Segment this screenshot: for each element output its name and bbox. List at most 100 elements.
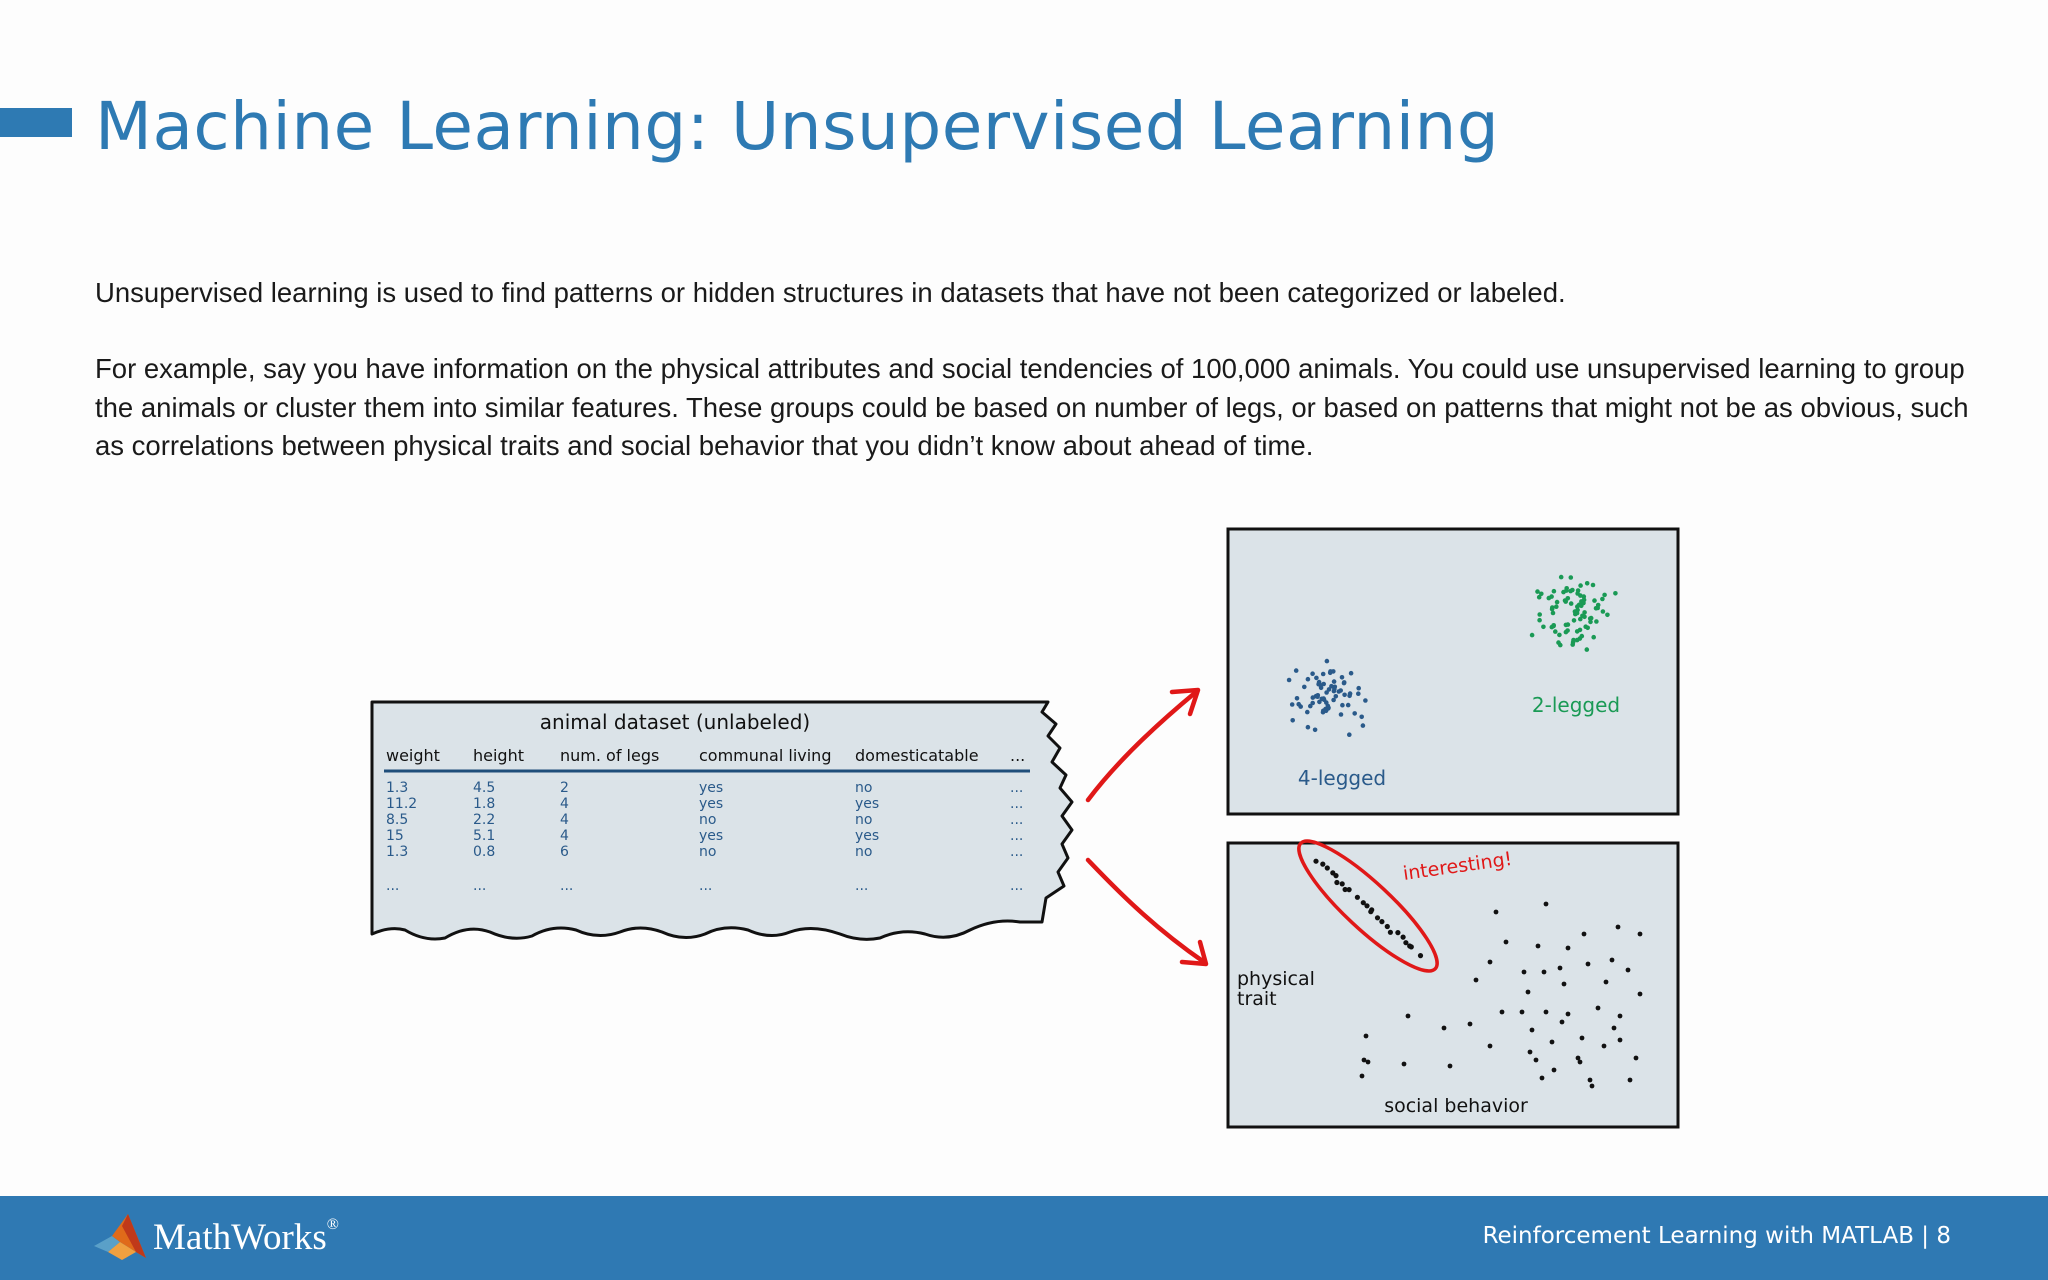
- header-weight: weight: [386, 746, 440, 765]
- scatter-dot: [1558, 574, 1564, 580]
- brand-mark: ®: [326, 1216, 339, 1233]
- scatter-dot: [1340, 702, 1345, 708]
- table-cell: 1.3: [386, 780, 408, 796]
- scatter-dot: [1379, 919, 1385, 925]
- arrow-head-down: [1179, 939, 1209, 967]
- footer-brand: MathWorks®: [153, 1216, 339, 1259]
- scatter-dot: [1519, 1009, 1525, 1015]
- scatter-dot: [1579, 633, 1585, 639]
- table-cell: no: [855, 844, 872, 860]
- scatter-dot: [1302, 684, 1307, 690]
- scatter-dot: [1310, 700, 1315, 706]
- scatter-dot: [1581, 594, 1587, 599]
- table-cell: ...: [386, 878, 399, 894]
- scatter-dot: [1577, 1059, 1583, 1065]
- table-cell: ...: [1010, 828, 1023, 844]
- scatter-dot: [1329, 683, 1334, 689]
- scatter-dot: [1374, 915, 1381, 921]
- scatter-dot: [1637, 931, 1643, 937]
- table-cell: yes: [699, 828, 723, 844]
- scatter-dot: [1583, 624, 1588, 629]
- scatter-dot: [1581, 931, 1587, 937]
- scatter-dot: [1408, 944, 1414, 950]
- scatter-dot: [1310, 695, 1316, 700]
- table-cell: ...: [560, 878, 573, 894]
- scatter-dot: [1305, 709, 1310, 715]
- scatter-dot: [1578, 616, 1583, 622]
- scatter-dot: [1339, 675, 1345, 680]
- table-cell: ...: [1010, 844, 1023, 860]
- scatter-dot: [1348, 670, 1354, 676]
- scatter-dot: [1553, 629, 1558, 634]
- scatter-dot: [1627, 1077, 1633, 1083]
- table-cell: ...: [1010, 812, 1023, 828]
- header-communal: communal living: [699, 746, 831, 765]
- scatter-dot: [1617, 1037, 1623, 1043]
- dataset-headers: weight height num. of legs communal livi…: [386, 746, 1025, 765]
- header-legs: num. of legs: [560, 746, 659, 765]
- scatter-dot: [1334, 879, 1340, 886]
- scatter-dot: [1356, 691, 1361, 696]
- scatter-dot: [1320, 861, 1326, 867]
- table-cell: no: [855, 780, 872, 796]
- table-cell: ...: [473, 878, 486, 894]
- scatter-dot: [1535, 589, 1540, 594]
- scatter-dot: [1338, 688, 1343, 693]
- scatter-dot: [1333, 694, 1339, 699]
- scatter-dot: [1584, 647, 1590, 652]
- scatter-dot: [1289, 702, 1295, 707]
- arrow-to-scatter: [1085, 857, 1207, 965]
- scatter-dot: [1403, 940, 1409, 946]
- scatter-dot: [1356, 685, 1361, 691]
- scatter-dot: [1352, 711, 1357, 716]
- scatter-dot: [1529, 1027, 1535, 1033]
- scatter-points: [1313, 858, 1643, 1089]
- scatter-dot: [1575, 1055, 1581, 1061]
- table-cell: no: [855, 812, 872, 828]
- footer-deck-info: Reinforcement Learning with MATLAB | 8: [1483, 1223, 1951, 1249]
- scatter-dot: [1313, 858, 1319, 864]
- scatter-dot: [1554, 599, 1560, 605]
- scatter-dot: [1333, 873, 1339, 879]
- scatter-dot: [1321, 696, 1326, 701]
- cluster-2legged-points: [1529, 574, 1618, 652]
- scatter-dot: [1568, 601, 1574, 606]
- scatter-dot: [1363, 698, 1368, 703]
- scatter-dot: [1331, 697, 1336, 703]
- scatter-dot: [1535, 943, 1541, 949]
- scatter-dot: [1346, 887, 1352, 893]
- table-cell: no: [699, 844, 716, 860]
- scatter-dot: [1580, 613, 1585, 619]
- example-paragraph: For example, say you have information on…: [95, 353, 1969, 461]
- scatter-dot: [1602, 592, 1607, 598]
- table-cell: 8.5: [386, 812, 408, 828]
- scatter-dot: [1324, 700, 1329, 705]
- brand-text: MathWorks: [153, 1217, 327, 1258]
- scatter-dot: [1601, 1043, 1607, 1049]
- scatter-dot: [1637, 991, 1643, 997]
- scatter-dot: [1595, 1005, 1601, 1011]
- scatter-dot: [1361, 1057, 1367, 1063]
- arrow-to-clusters: [1085, 689, 1199, 803]
- scatter-dot: [1543, 1009, 1549, 1015]
- scatter-dot: [1600, 596, 1605, 602]
- header-domesticatable: domesticatable: [855, 746, 979, 765]
- scatter-dot: [1582, 610, 1587, 615]
- scatter-dot: [1359, 1073, 1365, 1079]
- scatter-dot: [1395, 930, 1401, 936]
- title-accent-bar: [0, 108, 72, 137]
- cluster-4legged-points: [1286, 658, 1368, 737]
- scatter-dot: [1499, 1009, 1505, 1015]
- scatter-dot: [1565, 945, 1571, 951]
- scatter-dot: [1600, 609, 1606, 614]
- scatter-dot: [1360, 723, 1366, 728]
- scatter-dot: [1595, 605, 1600, 611]
- scatter-dot: [1590, 582, 1596, 588]
- scatter-dot: [1546, 595, 1552, 601]
- scatter-dot: [1342, 692, 1347, 698]
- scatter-dot: [1316, 681, 1321, 687]
- ylabel-trait: trait: [1237, 988, 1277, 1010]
- scatter-dot: [1539, 1075, 1545, 1081]
